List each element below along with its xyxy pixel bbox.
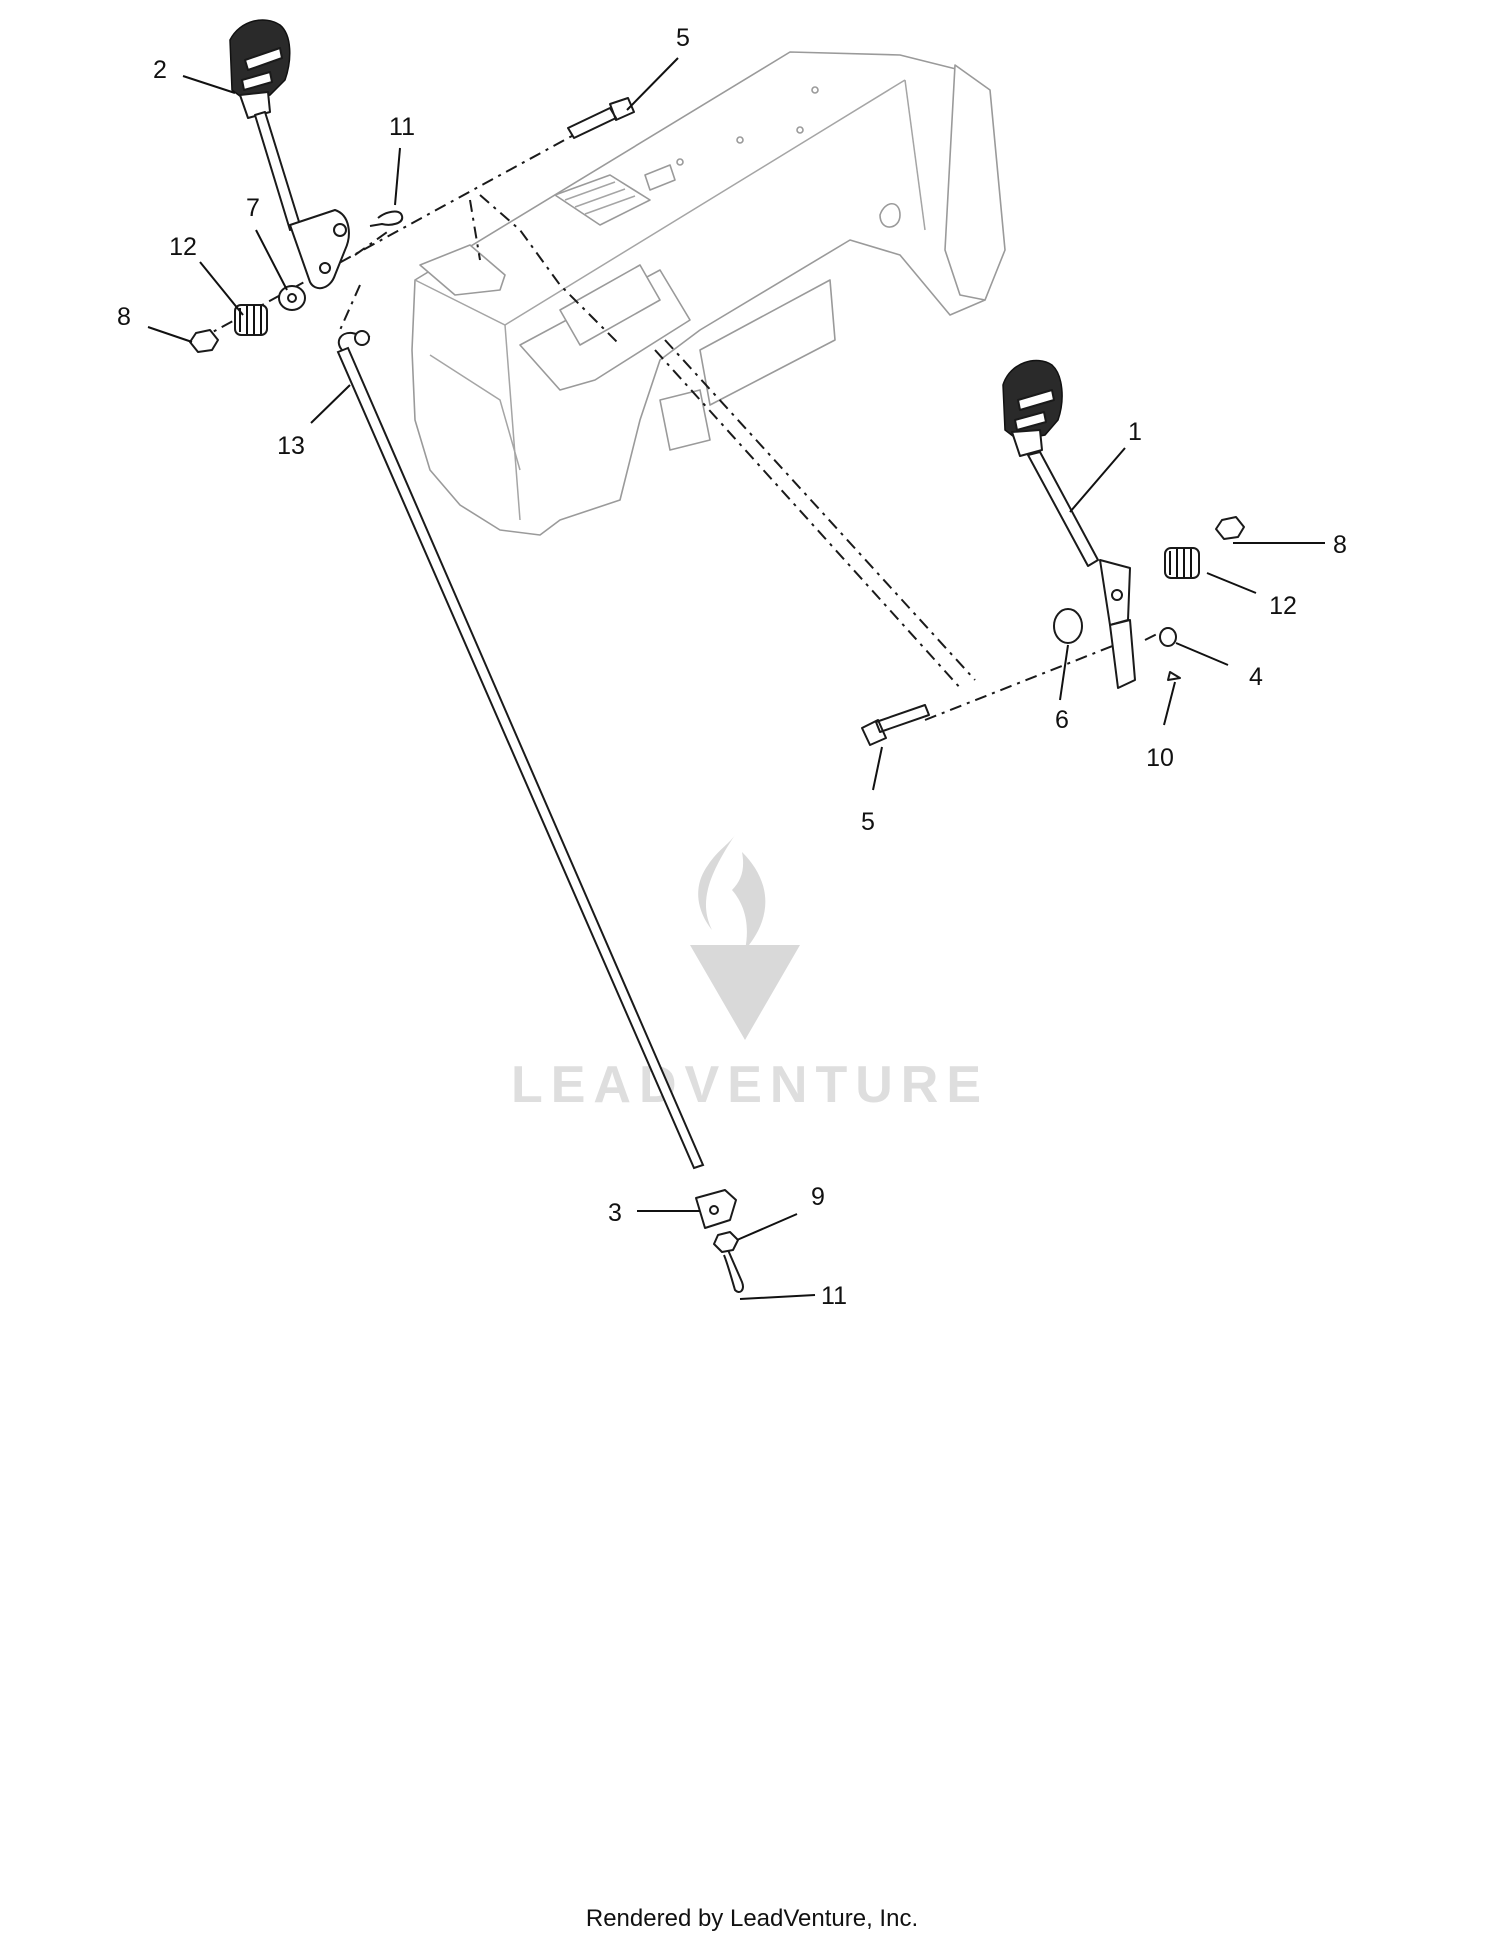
callout-labels: 2 5 11 7 12 8 13 1 8 12 4 6 10 5 3 9 11 [117, 24, 1347, 1310]
callout-11-bottom: 11 [821, 1282, 847, 1310]
dashboard-housing [411, 51, 1006, 536]
housing-right-fender [944, 64, 1006, 301]
left-lever-shaft [254, 111, 301, 231]
callout-8-left: 8 [117, 303, 131, 331]
assembly-line-left-lower [339, 284, 361, 331]
callout-12-left: 12 [169, 233, 197, 261]
leader-lines [147, 57, 1325, 1300]
callout-1: 1 [1128, 418, 1142, 446]
housing-bracket [559, 264, 661, 346]
assembly-lines [197, 106, 1166, 721]
flame-v-logo-icon [690, 835, 800, 1040]
assembly-line-left-clip [354, 229, 391, 256]
assembly-line-diagonal-1 [654, 349, 963, 691]
callout-5-top: 5 [676, 24, 690, 52]
assembly-line-cross-2 [469, 199, 481, 261]
housing-lower-block [659, 389, 711, 451]
callout-8-right: 8 [1333, 531, 1347, 559]
part-6-washer [1053, 608, 1083, 644]
part-4-nut [1159, 627, 1177, 647]
callout-11-top: 11 [389, 113, 415, 141]
callout-7: 7 [246, 194, 260, 222]
callout-4: 4 [1249, 663, 1263, 691]
left-lever-collar [239, 91, 271, 119]
housing-left-ledge [419, 244, 506, 296]
part-5-pivot-bolt-top [567, 97, 635, 139]
part-8-nut-right [1215, 516, 1245, 540]
part-1-right-lever [1002, 359, 1136, 689]
part-12-spring-left [234, 304, 268, 336]
right-lever-collar [1011, 429, 1043, 457]
footer-credit: Rendered by LeadVenture, Inc. [586, 1905, 918, 1932]
part-2-left-lever [229, 19, 350, 290]
callout-9: 9 [811, 1183, 825, 1211]
callout-10: 10 [1146, 744, 1174, 772]
callout-5-bottom: 5 [861, 808, 875, 836]
assembly-line-diagonal-2 [664, 339, 976, 681]
part-5-pivot-bolt-bottom [861, 704, 930, 746]
callout-6: 6 [1055, 706, 1069, 734]
right-lever-lower-plate [1109, 619, 1136, 689]
part-10-cotter-pin [1167, 671, 1181, 681]
part-13-rod [336, 346, 705, 1170]
right-lever-shaft [1027, 451, 1099, 567]
part-9-nut [713, 1231, 739, 1253]
assembly-line-pivot-right [924, 644, 1116, 721]
housing-window [879, 202, 901, 228]
watermark: LEADVENTURE [511, 835, 989, 1114]
callout-12-right: 12 [1269, 592, 1297, 620]
assembly-line-pivot-left [197, 106, 626, 341]
part-11-hairpin-clip-bottom [723, 1249, 744, 1293]
part-8-nut-left [189, 329, 219, 353]
housing-outline [411, 51, 1001, 536]
watermark-text: LEADVENTURE [511, 1056, 989, 1114]
left-lever-bracket [289, 209, 350, 290]
part-12-spring-right [1164, 547, 1200, 579]
housing-slot [644, 164, 676, 191]
part-11-hairpin-clip-top [369, 210, 404, 227]
callout-2: 2 [153, 56, 167, 84]
housing-grille [554, 174, 651, 226]
assembly-line-cross-1 [479, 194, 621, 346]
callout-3: 3 [608, 1199, 622, 1227]
callout-13: 13 [277, 432, 305, 460]
